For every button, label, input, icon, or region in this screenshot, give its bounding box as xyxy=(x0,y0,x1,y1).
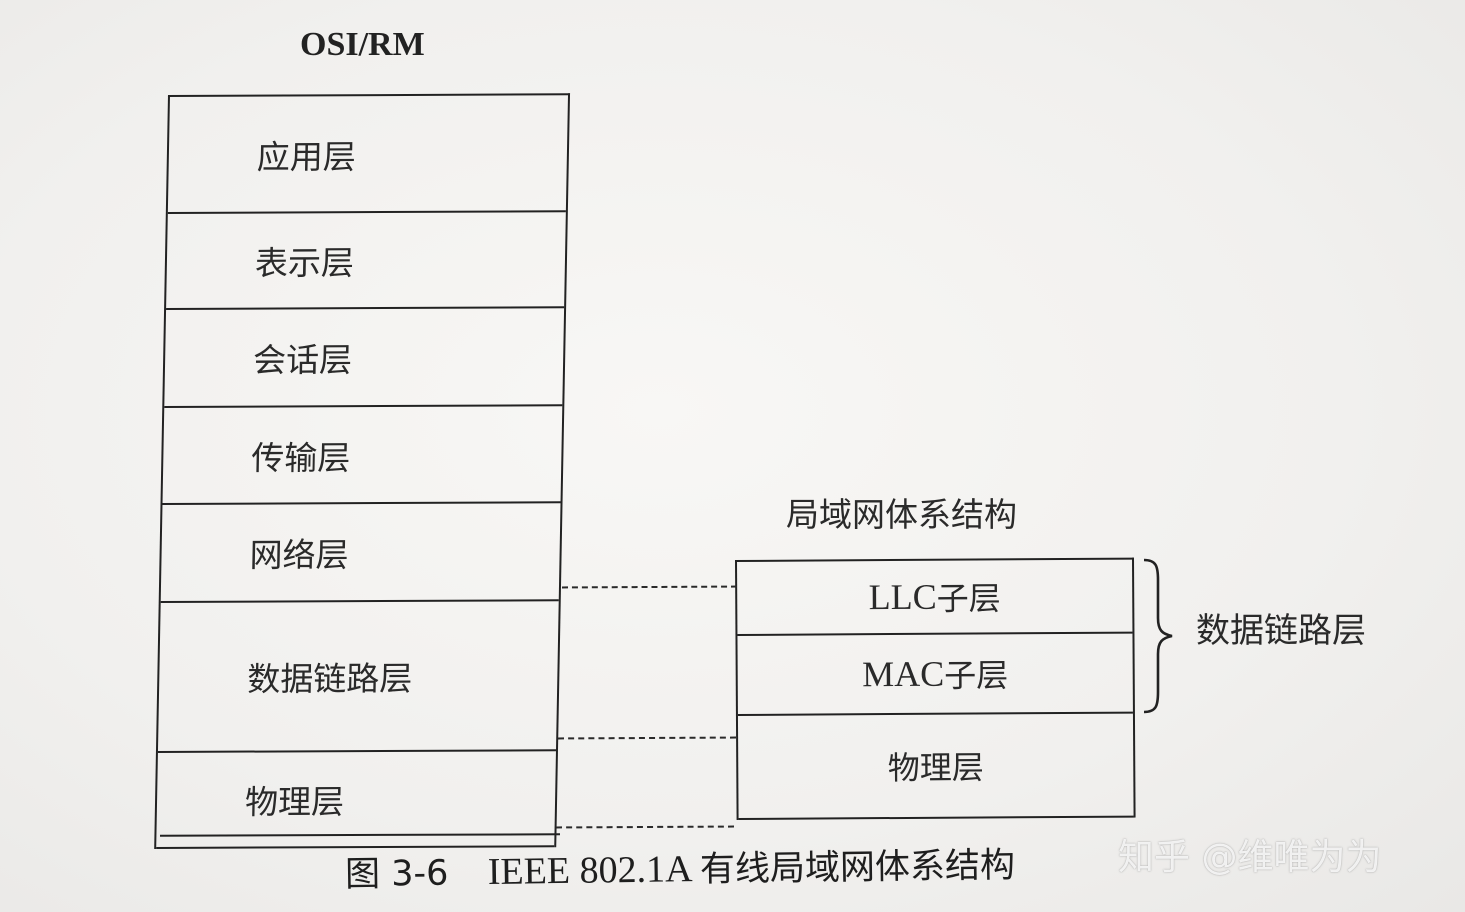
llc-sublayer-suffix: 子层 xyxy=(936,579,1001,618)
mapping-dashed-line-top xyxy=(561,585,738,589)
osi-layer-application: 应用层 xyxy=(167,95,568,214)
figure-title-text: 有线局域网体系结构 xyxy=(699,845,1016,891)
osi-layer-stack: 应用层 表示层 会话层 传输层 网络层 数据链路层 物理层 xyxy=(154,93,571,849)
mapping-dashed-line-middle xyxy=(557,736,737,740)
figure-number: 图 3-6 xyxy=(344,853,449,895)
mapping-dashed-line-bottom xyxy=(555,825,735,829)
osi-layer-session: 会话层 xyxy=(164,308,565,408)
mac-sublayer-suffix: 子层 xyxy=(944,656,1009,695)
osi-rm-title: OSI/RM xyxy=(300,26,425,63)
lan-architecture-title: 局域网体系结构 xyxy=(786,495,1017,534)
zhihu-watermark: 知乎 @维唯为为 xyxy=(1118,837,1382,878)
figure-standard: IEEE 802.1A xyxy=(487,848,691,894)
osi-layer-data-link: 数据链路层 xyxy=(157,601,559,753)
lan-physical-label: 物理层 xyxy=(887,748,984,788)
osi-layer-presentation: 表示层 xyxy=(166,212,566,310)
lan-layer-physical: 物理层 xyxy=(737,713,1134,820)
osi-layer-transport: 传输层 xyxy=(162,406,563,505)
data-link-layer-brace-label: 数据链路层 xyxy=(1196,611,1366,651)
figure-caption: 图 3-6 IEEE 802.1A 有线局域网体系结构 xyxy=(345,837,1016,897)
llc-label: LLC xyxy=(868,576,937,618)
osi-layer-network: 网络层 xyxy=(160,503,561,603)
mac-label: MAC xyxy=(862,653,945,695)
curly-brace-icon xyxy=(1143,558,1173,714)
